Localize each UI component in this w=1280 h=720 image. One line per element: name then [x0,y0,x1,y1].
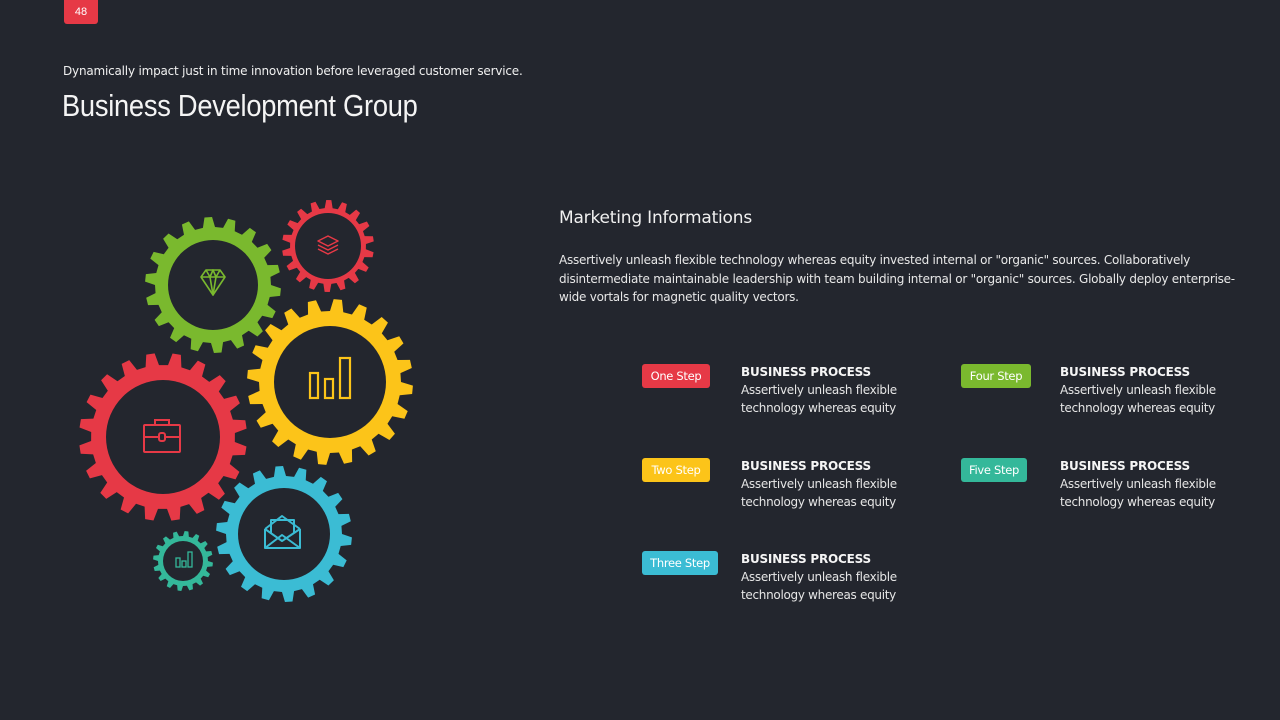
step-description: technology whereas equity [741,495,896,509]
step-tag: Three Step [642,551,718,575]
gear-blue [216,466,352,602]
step-heading: BUSINESS PROCESS [741,365,871,379]
step-description: Assertively unleash flexible [1060,477,1216,491]
slide-subtitle: Dynamically impact just in time innovati… [63,64,523,78]
gears-illustration [79,200,413,602]
step-description: technology whereas equity [741,401,896,415]
step-heading: BUSINESS PROCESS [1060,365,1190,379]
gear-yellow [247,299,413,465]
step-description: Assertively unleash flexible [741,383,897,397]
step-tag: Two Step [642,458,710,482]
page-number-badge: 48 [64,0,98,24]
gear-green [145,217,281,353]
step-heading: BUSINESS PROCESS [741,552,871,566]
step-heading: BUSINESS PROCESS [741,459,871,473]
open-envelope-icon [264,515,301,549]
gear-red-large [79,353,247,521]
marketing-title: Marketing Informations [559,208,752,228]
marketing-body: Assertively unleash flexible technology … [559,253,1235,304]
briefcase-icon [143,419,181,453]
step-tag: One Step [642,364,710,388]
step-description: Assertively unleash flexible [1060,383,1216,397]
step-description: Assertively unleash flexible [741,570,897,584]
bar-chart-icon [308,356,352,400]
slide-title: Business Development Group [62,88,418,123]
layers-icon [317,235,339,255]
diamond-icon [200,269,226,296]
gear-teal-small [153,531,213,591]
step-description: technology whereas equity [1060,401,1215,415]
step-description: technology whereas equity [741,588,896,602]
step-description: Assertively unleash flexible [741,477,897,491]
step-tag: Four Step [961,364,1031,388]
step-tag: Five Step [961,458,1027,482]
step-description: technology whereas equity [1060,495,1215,509]
step-heading: BUSINESS PROCESS [1060,459,1190,473]
bar-chart-icon [175,551,193,568]
